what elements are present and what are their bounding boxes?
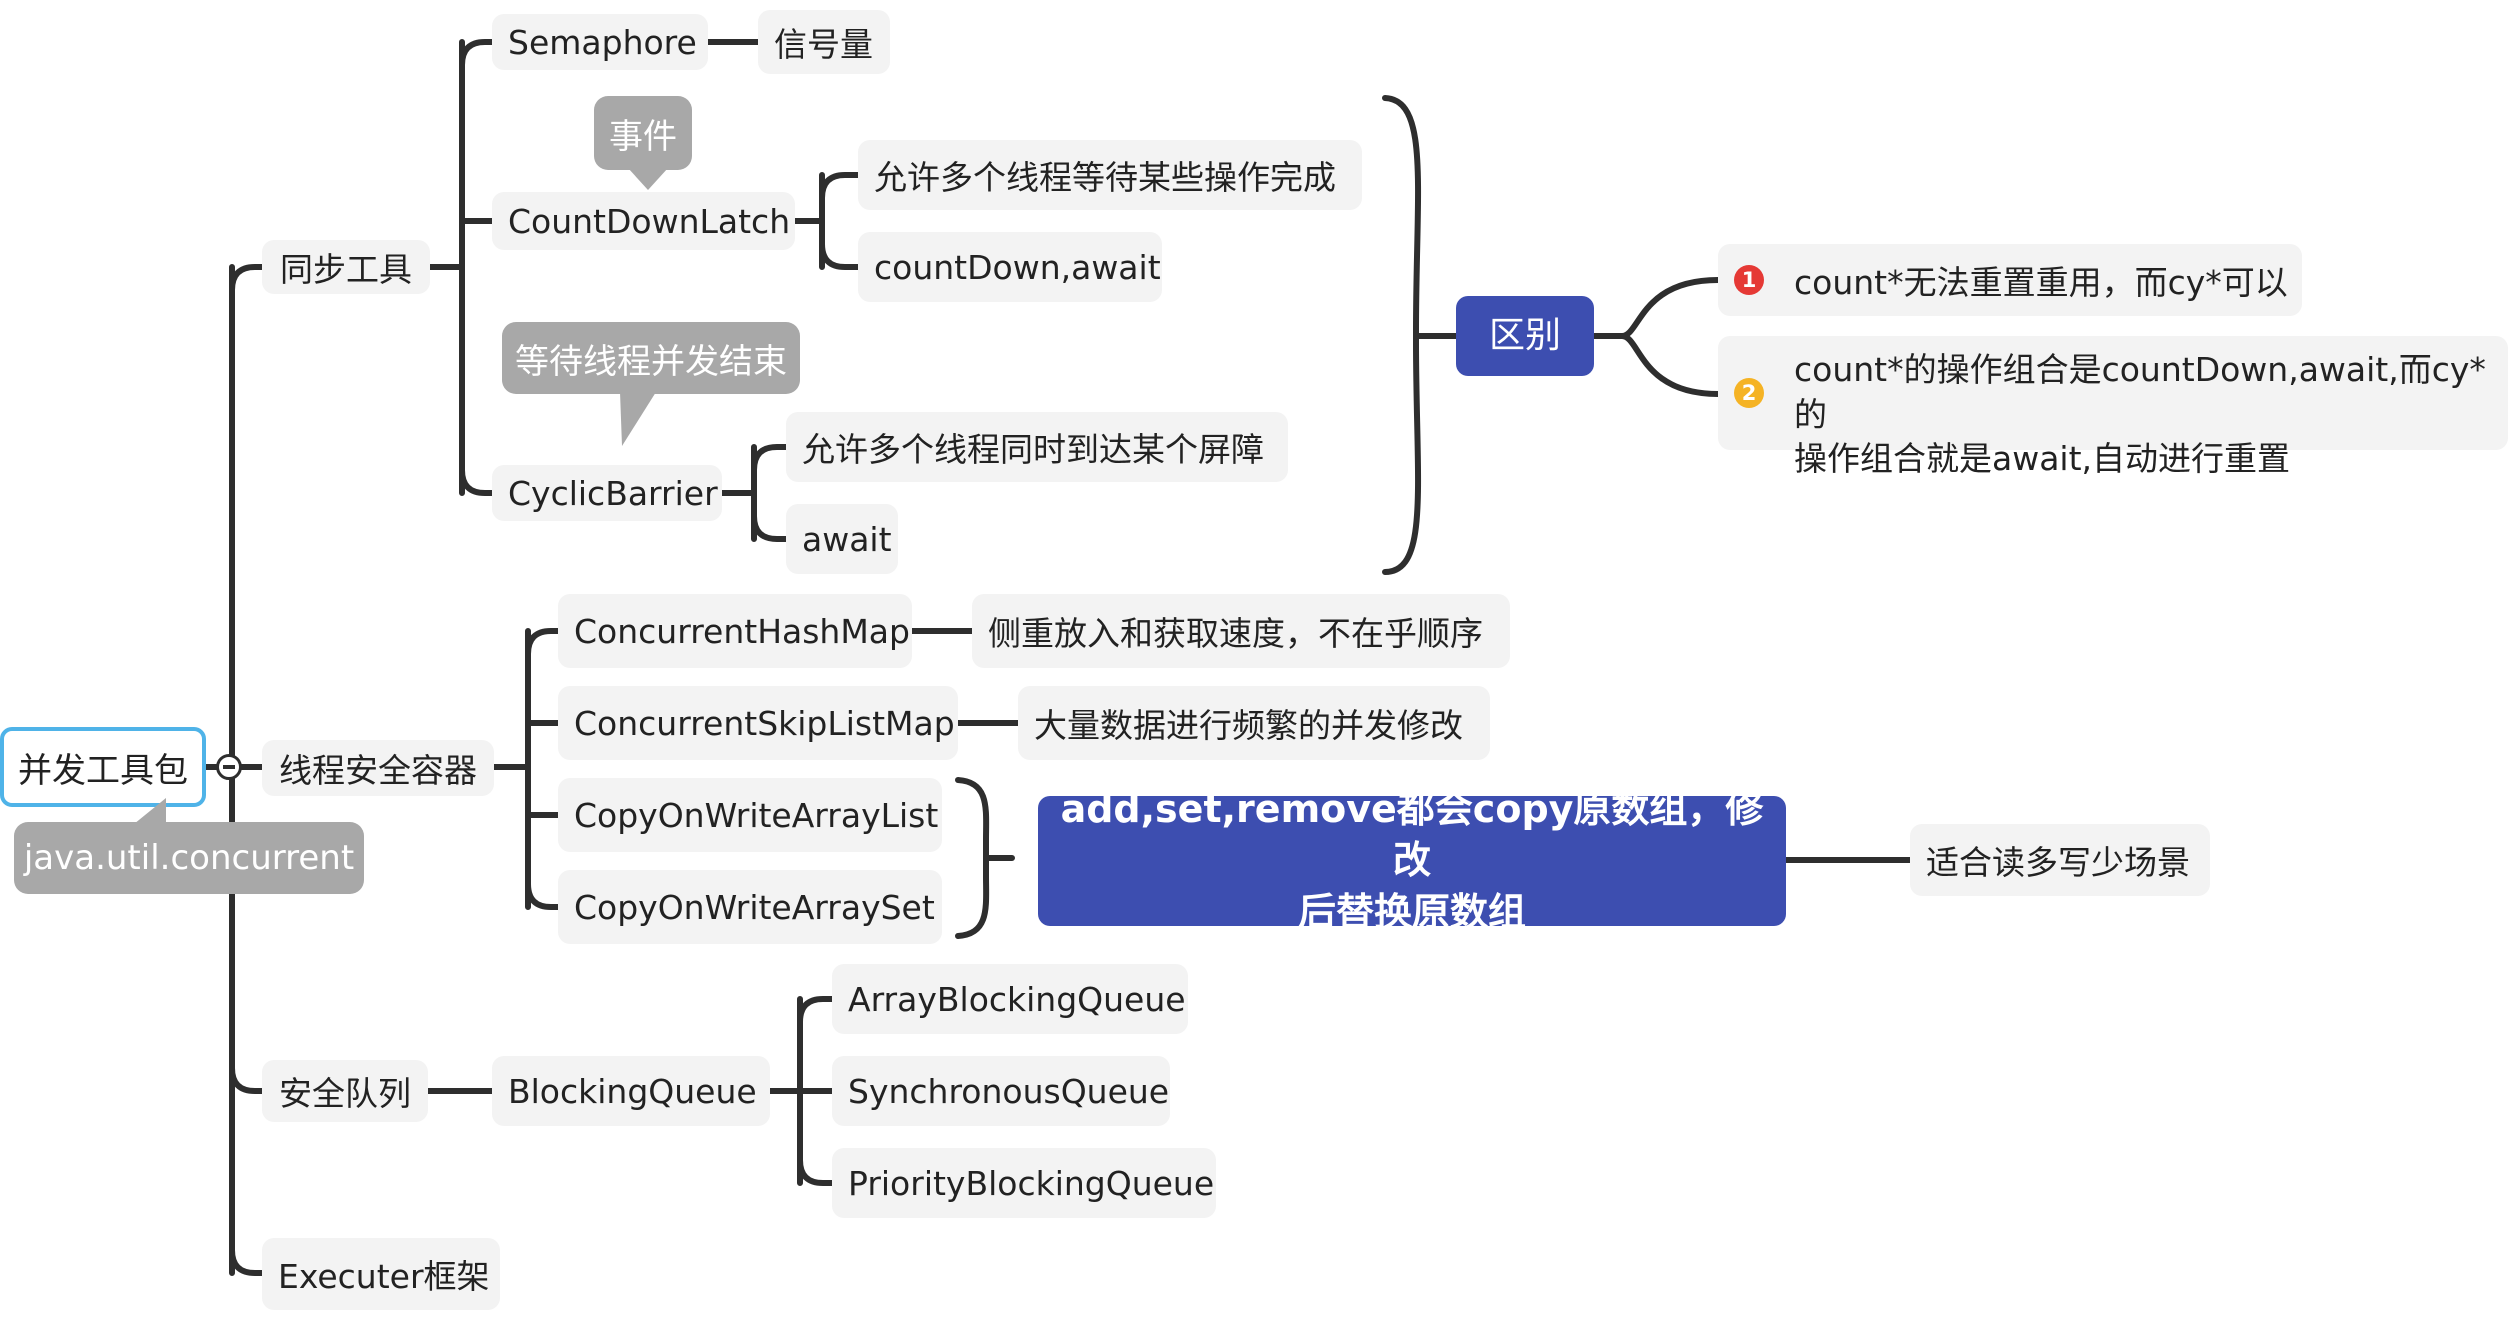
callout-cdl-text: 事件 [609,116,677,157]
branch-containers-label: 线程安全容器 [279,751,477,790]
node-cow-summary[interactable]: add,set,remove都会copy原数组，修改 后替换原数组 [1038,787,1786,934]
node-cdl-child-1[interactable]: 允许多个线程等待某些操作完成 [858,140,1362,210]
node-copyonwritearrayset[interactable]: CopyOnWriteArraySet [558,870,942,944]
node-copyonwritearraylist-label: CopyOnWriteArrayList [574,795,939,835]
node-semaphore-desc-label: 信号量 [774,25,873,64]
node-synchronousqueue-label: SynchronousQueue [848,1071,1170,1111]
node-cyclicbarrier-label: CyclicBarrier [508,473,718,513]
branch-executor[interactable]: Executer框架 [262,1238,500,1310]
branch-queues[interactable]: 安全队列 [262,1060,428,1122]
node-cow-usage-label: 适合读多写少场景 [1926,843,2190,882]
node-cdl-child-1-label: 允许多个线程等待某些操作完成 [874,158,1336,197]
node-cb-child-1-label: 允许多个线程同时到达某个屏障 [802,430,1264,469]
diff-point-1-text: count*无法重置重用，而cy*可以 [1794,263,2288,302]
node-cb-child-2[interactable]: await [786,504,898,574]
callout-pointer [620,392,656,446]
node-countdownlatch-label: CountDownLatch [508,201,791,241]
brace-sync [1382,95,1433,575]
node-countdownlatch[interactable]: CountDownLatch [492,192,795,250]
callout-cb-text: 等待线程并发结束 [515,341,787,382]
node-cow-summary-text: add,set,remove都会copy原数组，修改 后替换原数组 [1060,787,1764,934]
node-skiplistmap-desc-label: 大量数据进行频繁的并发修改 [1034,706,1463,745]
root-label: 并发工具包 [18,750,188,791]
connector-containers-trunk [491,628,561,910]
node-semaphore[interactable]: Semaphore [492,14,708,70]
branch-sync[interactable]: 同步工具 [262,240,430,294]
brace-cow [955,777,1015,939]
diff-point-2[interactable]: 2 count*的操作组合是countDown,await,而cy*的 操作组合… [1718,336,2508,478]
node-cdl-child-2[interactable]: countDown,await [858,232,1162,302]
callout-pointer [628,168,668,190]
marker-1-icon: 1 [1734,265,1764,295]
node-skiplistmap-desc[interactable]: 大量数据进行频繁的并发修改 [1018,686,1490,760]
node-semaphore-desc[interactable]: 信号量 [758,10,890,74]
root-note-text: java.util.concurrent [23,838,355,878]
node-difference-label: 区别 [1488,314,1561,356]
branch-sync-label: 同步工具 [280,250,412,289]
node-cb-child-1[interactable]: 允许多个线程同时到达某个屏障 [786,412,1288,482]
node-arrayblockingqueue-label: ArrayBlockingQueue [848,979,1186,1019]
connector-cdl-children [792,172,861,270]
node-arrayblockingqueue[interactable]: ArrayBlockingQueue [832,964,1188,1034]
node-concurrentskiplistmap[interactable]: ConcurrentSkipListMap [558,686,958,760]
node-semaphore-label: Semaphore [508,22,697,62]
node-concurrenthashmap-label: ConcurrentHashMap [574,611,910,651]
connector-bq-children [767,996,835,1186]
callout-cdl[interactable]: 事件 [594,96,692,190]
callout-pointer [134,798,166,824]
connector-cb-children [719,444,789,542]
node-concurrenthashmap[interactable]: ConcurrentHashMap [558,594,912,668]
node-difference[interactable]: 区别 [1456,296,1594,376]
node-hashmap-desc[interactable]: 侧重放入和获取速度，不在乎顺序 [972,594,1510,668]
node-blockingqueue-label: BlockingQueue [508,1071,757,1111]
node-concurrentskiplistmap-label: ConcurrentSkipListMap [574,703,955,743]
collapse-toggle[interactable] [216,754,242,780]
diff-point-2-text: count*的操作组合是countDown,await,而cy*的 操作组合就是… [1794,350,2486,479]
diff-point-1[interactable]: 1 count*无法重置重用，而cy*可以 [1718,244,2302,316]
node-cow-usage[interactable]: 适合读多写少场景 [1910,824,2210,896]
node-cb-child-2-label: await [802,519,892,559]
node-blockingqueue[interactable]: BlockingQueue [492,1056,770,1126]
callout-cb[interactable]: 等待线程并发结束 [502,322,800,446]
node-hashmap-desc-label: 侧重放入和获取速度，不在乎顺序 [988,614,1483,653]
node-copyonwritearraylist[interactable]: CopyOnWriteArrayList [558,778,942,852]
connector-diff-points [1591,277,1721,397]
node-priorityblockingqueue[interactable]: PriorityBlockingQueue [832,1148,1216,1218]
node-cdl-child-2-label: countDown,await [874,247,1161,287]
node-synchronousqueue[interactable]: SynchronousQueue [832,1056,1170,1126]
branch-containers[interactable]: 线程安全容器 [262,740,494,796]
node-copyonwritearrayset-label: CopyOnWriteArraySet [574,887,935,927]
marker-2-icon: 2 [1734,378,1764,408]
branch-queues-label: 安全队列 [279,1074,411,1113]
root-note-callout[interactable]: java.util.concurrent [14,798,364,894]
node-priorityblockingqueue-label: PriorityBlockingQueue [848,1163,1215,1203]
root-node[interactable]: 并发工具包 [0,727,206,807]
node-cyclicbarrier[interactable]: CyclicBarrier [492,465,722,521]
branch-executor-label: Executer框架 [278,1257,490,1296]
connector-sync-trunk [427,39,495,496]
